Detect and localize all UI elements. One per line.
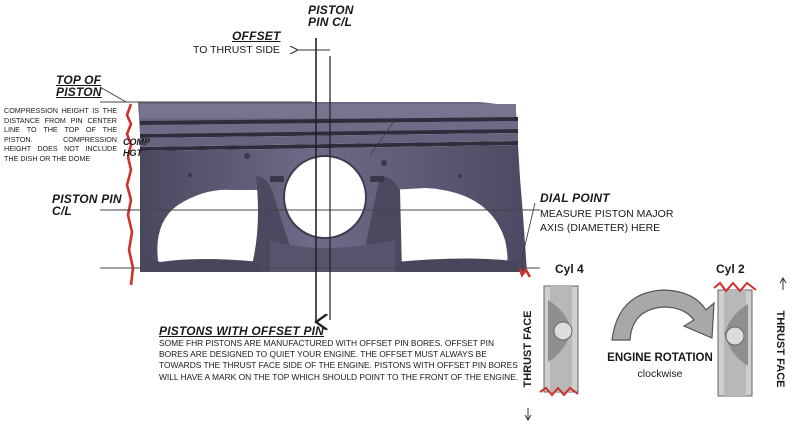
cyl4-piston-view [539, 285, 579, 397]
offset-title: OFFSET [232, 29, 281, 43]
top-of-piston-label: TOP OF PISTON [56, 73, 102, 99]
offset-subtitle: TO THRUST SIDE [193, 44, 280, 56]
piston-pin-cl-left-label: PISTON PIN C/L [52, 192, 122, 218]
cyl2-piston-view [713, 281, 757, 397]
dial-point-body: MEASURE PISTON MAJOR AXIS (DIAMETER) HER… [540, 208, 674, 234]
clockwise-label: clockwise [637, 368, 683, 380]
dial-point-title: DIAL POINT [540, 191, 610, 205]
piston-pin-cl-label: PISTON PIN C/L [308, 3, 354, 29]
top-pointer [99, 86, 127, 103]
offset-pin-title: PISTONS WITH OFFSET PIN [159, 324, 325, 338]
rotation-arrow [611, 289, 715, 341]
offset-pin-body: SOME FHR PISTONS ARE MANUFACTURED WITH O… [159, 338, 519, 382]
compression-height-note: COMPRESSION HEIGHT IS THE DISTANCE FROM … [4, 106, 117, 163]
cyl4-label: Cyl 4 [555, 262, 584, 276]
piston-body [138, 102, 527, 272]
skirt-pointer [369, 119, 396, 156]
thrust-face-left-label: THRUST FACE [522, 310, 534, 388]
thrust-face-arrows [524, 277, 787, 421]
reference-lines [100, 101, 540, 269]
cyl2-label: Cyl 2 [716, 262, 745, 276]
engine-rotation-label: ENGINE ROTATION [607, 352, 713, 364]
dial-pointer [521, 202, 536, 259]
comp-hgt-label: COMP HGT [123, 137, 150, 158]
thrust-face-right-label: THRUST FACE [774, 310, 786, 388]
red-height-marker [125, 103, 532, 286]
